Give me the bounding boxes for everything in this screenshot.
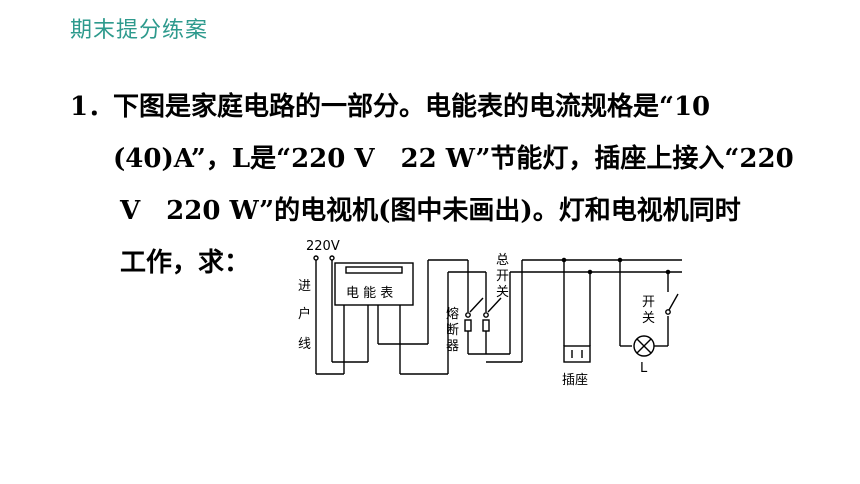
main-switch-label-2: 开 — [496, 269, 509, 284]
question-line-3: V 220 W”的电视机(图中未画出)。灯和电视机同时 — [120, 196, 741, 226]
switch-label-2: 关 — [642, 311, 655, 326]
header-title: 期末提分练案 — [70, 18, 209, 43]
incoming-line-label-2: 户 — [298, 306, 311, 322]
question-number: 1． — [70, 92, 115, 122]
question-line-2: (40)A”，L是“220 V 22 W”节能灯，插座上接入“220 — [113, 144, 794, 174]
lamp-label: L — [640, 361, 648, 376]
voltage-label: 220V — [306, 239, 340, 254]
fuse-label-1: 熔 — [446, 307, 459, 322]
main-switch-label-1: 总 — [496, 253, 509, 268]
question-line-4: 工作，求： — [120, 248, 251, 278]
question-line-1: 下图是家庭电路的一部分。电能表的电流规格是“10 — [113, 92, 711, 122]
switch-label-1: 开 — [642, 295, 655, 310]
socket-label: 插座 — [562, 373, 588, 388]
fuse-label-2: 断 — [446, 323, 459, 338]
fuse-label-3: 器 — [446, 339, 459, 354]
incoming-line-label-1: 进 — [298, 279, 311, 294]
incoming-line-label-3: 线 — [298, 337, 311, 352]
meter-label: 电 能 表 — [346, 286, 393, 301]
main-switch-label-3: 关 — [496, 285, 509, 300]
circuit-diagram: 220V 进 户 线 电 能 表 熔 断 器 总 开 关 插座 开 关 L — [298, 239, 682, 388]
